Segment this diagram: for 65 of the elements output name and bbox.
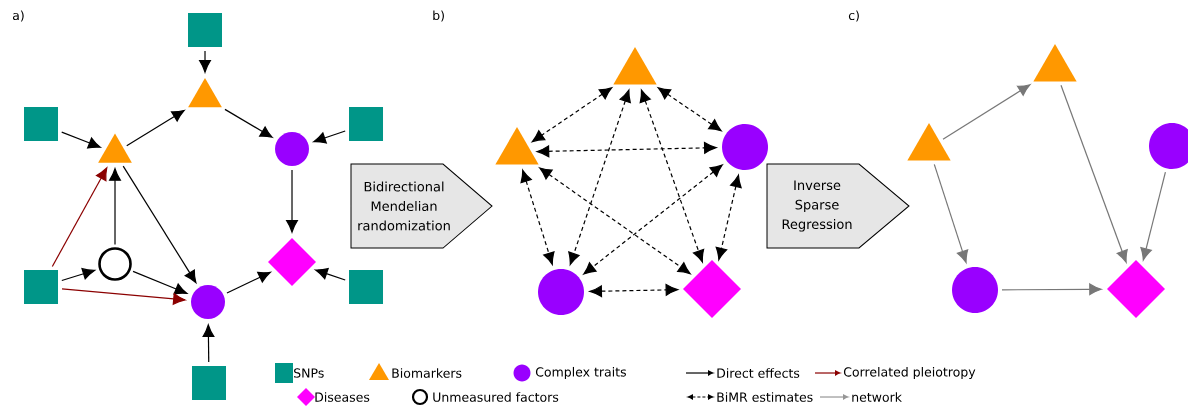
arrow [226, 271, 271, 294]
circle-node [98, 247, 132, 281]
arrow [1001, 283, 1102, 296]
legend-label: network [852, 392, 902, 402]
square-node [188, 13, 222, 47]
arrow [933, 163, 969, 263]
circle-node [722, 124, 768, 170]
chevron-box: Bidirectional Mendelian randomization [350, 163, 493, 249]
triangle-node [613, 47, 657, 85]
arrow [1140, 171, 1166, 261]
triangle-node [495, 127, 539, 165]
circle-node [538, 269, 584, 315]
panel-label: c) [848, 10, 859, 22]
dashed-arrow [715, 174, 742, 261]
arrow [224, 108, 273, 138]
dashed-arrow [520, 169, 555, 265]
legend-label: Correlated pleiotropy [843, 366, 976, 380]
square-node [192, 366, 226, 400]
arrow [199, 50, 211, 73]
legend-label: SNPs [294, 368, 324, 378]
arrow [942, 84, 1031, 140]
triangle-node [98, 133, 132, 163]
square-node [24, 270, 58, 304]
dashed-arrow [657, 87, 722, 132]
dashed-arrow [589, 284, 679, 298]
arrow [1060, 84, 1128, 263]
diamond-node [1107, 260, 1165, 318]
square-node [24, 107, 58, 141]
arrow [202, 324, 215, 363]
arrow [61, 268, 96, 282]
circle-node [275, 132, 309, 166]
legend-label: Unmeasured factors [433, 392, 559, 402]
panel-label: b) [433, 10, 444, 22]
chevron-box: Inverse Sparse Regression [766, 163, 910, 249]
arrow [132, 270, 188, 295]
arrow [61, 131, 101, 149]
dashed-arrow [568, 89, 631, 266]
diamond-node [683, 260, 741, 318]
square-node [349, 270, 383, 304]
legend-label: Direct effects [717, 368, 800, 378]
diamond-node [268, 238, 316, 286]
square-node [349, 107, 383, 141]
triangle-node [907, 123, 951, 161]
arrow [286, 169, 298, 233]
triangle-node [188, 78, 222, 108]
circle-node [191, 285, 225, 319]
legend-label: BiMR estimates [717, 392, 813, 402]
dashed-arrow [539, 167, 691, 275]
arrow [51, 167, 108, 268]
arrow [61, 288, 186, 305]
circle-node [952, 267, 998, 313]
legend-label: Complex traits [535, 366, 626, 380]
arrow [315, 268, 346, 281]
legend-label: Biomarkers [392, 368, 462, 378]
arrow [313, 130, 346, 144]
arrow [109, 168, 121, 246]
triangle-node [1033, 44, 1077, 82]
arrow [122, 165, 197, 284]
legend-label: Diseases [315, 392, 370, 402]
dashed-arrow [583, 164, 723, 275]
panel-label: a) [12, 10, 24, 22]
dashed-arrow [536, 141, 717, 158]
dashed-arrow [639, 89, 705, 263]
dashed-arrow [531, 87, 613, 143]
arrow [126, 109, 185, 147]
